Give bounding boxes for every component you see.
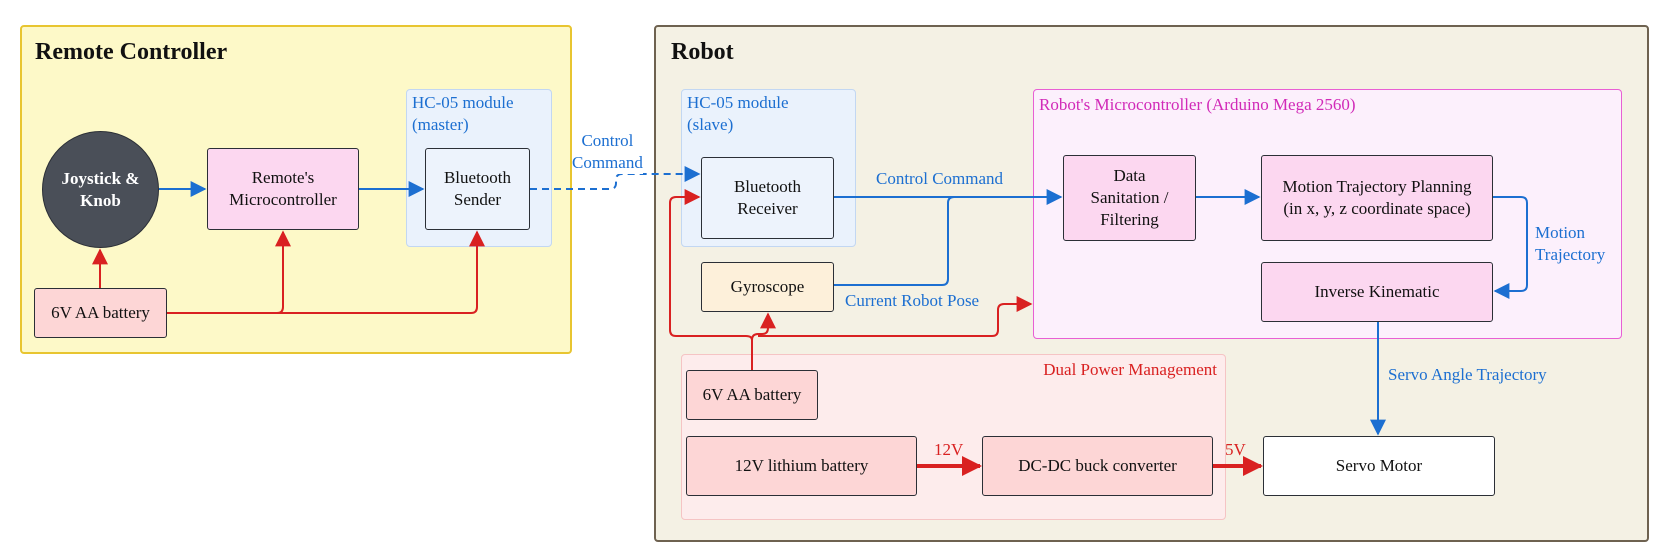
- hc05-master-title: HC-05 module (master): [412, 93, 514, 134]
- label-5v: 5V: [1225, 440, 1246, 459]
- inverse-kinematic-box: Inverse Kinematic: [1261, 262, 1493, 322]
- bluetooth-receiver-box: Bluetooth Receiver: [701, 157, 834, 239]
- dual-power-title: Dual Power Management: [1043, 360, 1217, 379]
- hc05-slave-title: HC-05 module (slave): [687, 93, 789, 134]
- buck-converter-box: DC-DC buck converter: [982, 436, 1213, 496]
- data-sanitation-box: Data Sanitation / Filtering: [1063, 155, 1196, 241]
- label-12v: 12V: [934, 440, 964, 459]
- joystick-knob: Joystick & Knob: [42, 131, 159, 248]
- label-control-command: Control Command: [876, 169, 1004, 188]
- label-wireless-control-command: Control Command: [572, 130, 643, 174]
- robot-title: Robot: [671, 39, 734, 65]
- motion-planning-box: Motion Trajectory Planning (in x, y, z c…: [1261, 155, 1493, 241]
- joystick-label: Joystick & Knob: [61, 168, 140, 210]
- robot-microcontroller-title: Robot's Microcontroller (Arduino Mega 25…: [1039, 95, 1356, 114]
- remote-microcontroller-box: Remote's Microcontroller: [207, 148, 359, 230]
- label-servo-angle-trajectory: Servo Angle Trajectory: [1388, 365, 1547, 384]
- gyroscope-box: Gyroscope: [701, 262, 834, 312]
- label-current-robot-pose: Current Robot Pose: [845, 291, 980, 310]
- remote-controller-title: Remote Controller: [35, 39, 228, 65]
- robot-aa-battery-box: 6V AA battery: [686, 370, 818, 420]
- servo-motor-box: Servo Motor: [1263, 436, 1495, 496]
- remote-battery-box: 6V AA battery: [34, 288, 167, 338]
- label-motion-trajectory: Motion Trajectory: [1535, 223, 1606, 264]
- bluetooth-sender-box: Bluetooth Sender: [425, 148, 530, 230]
- lithium-battery-box: 12V lithium battery: [686, 436, 917, 496]
